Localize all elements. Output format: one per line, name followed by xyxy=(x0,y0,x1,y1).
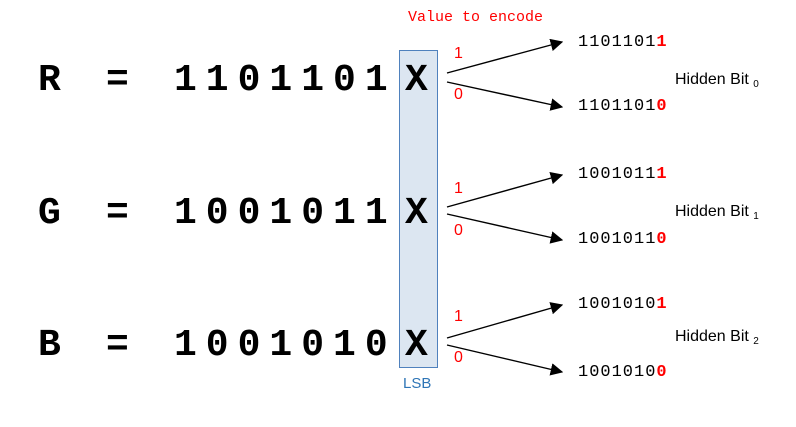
branch-label-zero: 0 xyxy=(454,86,463,103)
arrow-g-zero xyxy=(446,213,564,244)
result-prefix: 1001011 xyxy=(578,230,657,249)
hidden-bit-text: Hidden Bit xyxy=(675,71,749,88)
result-value-one: 10010101 xyxy=(578,295,668,314)
result-last-bit: 0 xyxy=(656,97,668,116)
arrow-r-zero xyxy=(446,81,564,111)
channel-name: G xyxy=(38,192,61,235)
hidden-bit-label: Hidden Bit 1 xyxy=(675,203,759,222)
hidden-bit-text: Hidden Bit xyxy=(675,328,749,345)
result-last-bit: 1 xyxy=(656,33,668,52)
result-prefix: 1001010 xyxy=(578,295,657,314)
result-value-zero: 10010100 xyxy=(578,363,668,382)
lsb-highlight-box xyxy=(399,50,438,368)
lsb-label: LSB xyxy=(403,375,432,392)
hidden-bit-text: Hidden Bit xyxy=(675,203,749,220)
channel-name: B xyxy=(38,324,61,367)
result-last-bit: 0 xyxy=(656,363,668,382)
arrow-b-zero xyxy=(446,344,564,376)
branch-label-zero: 0 xyxy=(454,349,463,366)
arrow-g-one xyxy=(446,171,564,208)
result-value-zero: 10010110 xyxy=(578,230,668,249)
lsb-placeholder: X xyxy=(405,59,428,102)
result-prefix: 1001011 xyxy=(578,165,657,184)
hidden-bit-index: 1 xyxy=(753,211,759,222)
result-value-zero: 11011010 xyxy=(578,97,668,116)
hidden-bit-label: Hidden Bit 0 xyxy=(675,71,759,90)
result-prefix: 1101101 xyxy=(578,97,657,116)
channel-name: R xyxy=(38,59,61,102)
result-value-one: 11011011 xyxy=(578,33,668,52)
result-prefix: 1001010 xyxy=(578,363,657,382)
equals-sign: = xyxy=(106,59,129,102)
lsb-placeholder: X xyxy=(405,192,428,235)
hidden-bit-index: 0 xyxy=(753,79,759,90)
hidden-bit-index: 2 xyxy=(753,336,759,347)
branch-label-zero: 0 xyxy=(454,222,463,239)
equals-sign: = xyxy=(106,192,129,235)
branch-label-one: 1 xyxy=(454,45,463,62)
channel-bits: 1101101 xyxy=(174,59,397,102)
channel-bits: 1001011 xyxy=(174,192,397,235)
branch-label-one: 1 xyxy=(454,180,463,197)
result-last-bit: 0 xyxy=(656,230,668,249)
arrow-b-one xyxy=(446,302,564,339)
result-prefix: 1101101 xyxy=(578,33,657,52)
result-last-bit: 1 xyxy=(656,295,668,314)
equals-sign: = xyxy=(106,324,129,367)
result-last-bit: 1 xyxy=(656,165,668,184)
branch-label-one: 1 xyxy=(454,308,463,325)
hidden-bit-label: Hidden Bit 2 xyxy=(675,328,759,347)
arrow-r-one xyxy=(446,38,564,74)
lsb-placeholder: X xyxy=(405,324,428,367)
channel-bits: 1001010 xyxy=(174,324,397,367)
value-to-encode-caption: Value to encode xyxy=(408,9,544,26)
result-value-one: 10010111 xyxy=(578,165,668,184)
